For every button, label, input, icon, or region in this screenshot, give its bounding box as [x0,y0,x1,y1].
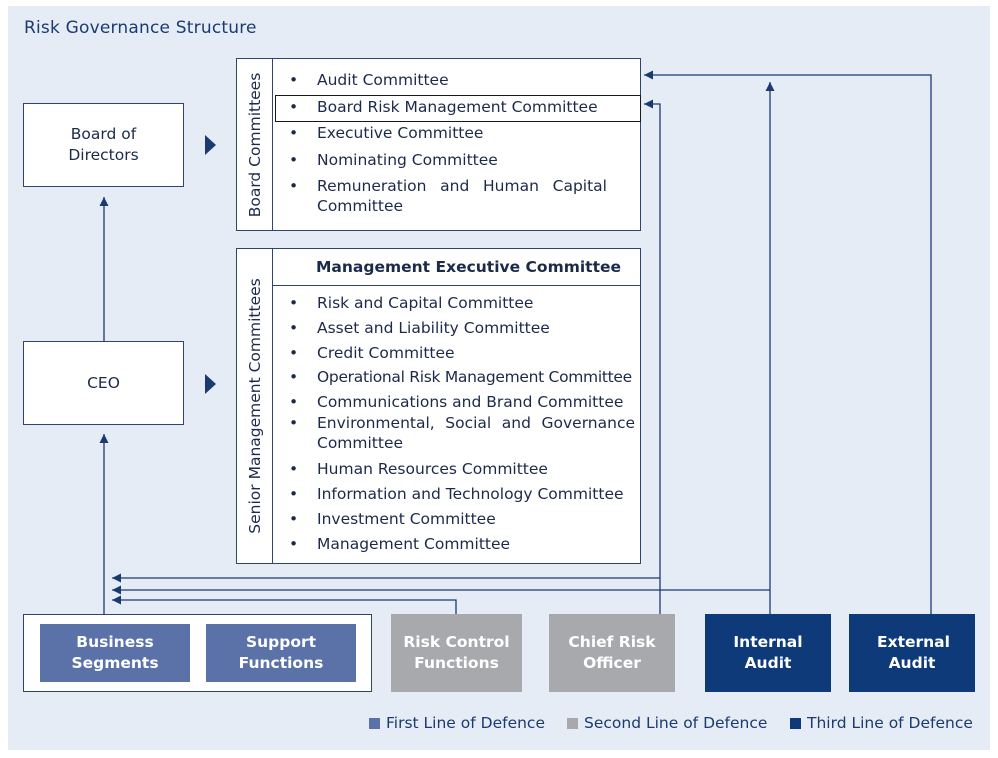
board-committees-label-column: Board Committees [237,59,273,230]
legend-third-line-label: Third Line of Defence [807,714,973,732]
list-item: Asset and Liability Committee [273,318,641,338]
external-audit-label: External Audit [877,633,950,672]
ceo-box: CEO [23,341,184,425]
list-item: Audit Committee [273,70,641,90]
list-item: Management Committee [273,534,641,554]
senior-committees-list: Risk and Capital Committee Asset and Lia… [273,249,641,563]
list-item: Information and Technology Committee [273,484,641,504]
legend-first-line-label: First Line of Defence [386,714,545,732]
first-line-swatch [369,717,380,729]
list-item: Executive Committee [273,123,641,143]
ceo-to-committees-triangle [205,374,216,394]
internal-audit-label: Internal Audit [733,633,803,672]
management-executive-header: Management Executive Committee [273,249,640,286]
board-of-directors-box: Board of Directors [23,103,184,187]
list-item: Investment Committee [273,509,641,529]
chief-risk-officer-tile: Chief Risk Officer [549,614,675,692]
support-functions-tile: Support Functions [206,624,356,682]
internal-audit-tile: Internal Audit [705,614,831,692]
board-to-committees-triangle [205,135,216,155]
list-item: Risk and Capital Committee [273,293,641,313]
list-item: Nominating Committee [273,150,641,170]
risk-control-functions-tile: Risk Control Functions [391,614,522,692]
board-of-directors-label: Board of Directors [68,125,139,164]
third-line-swatch [790,717,801,729]
support-functions-label: Support Functions [238,633,324,672]
board-committees-list: Audit Committee Board Risk Management Co… [273,59,641,230]
list-item: Credit Committee [273,343,641,363]
board-committees-box: Board Committees Audit Committee Board R… [236,58,641,231]
ceo-label: CEO [87,373,120,392]
legend-second-line: Second Line of Defence [567,712,767,734]
second-line-swatch [567,717,578,729]
list-item: Remuneration and Human Capital Committee [273,176,607,216]
risk-control-functions-label: Risk Control Functions [403,633,510,672]
legend-first-line: First Line of Defence [369,712,545,734]
list-item: Board Risk Management Committee [273,97,641,117]
legend-third-line: Third Line of Defence [790,712,973,734]
list-item: Environmental, Social and Governance Com… [273,413,635,453]
diagram-title: Risk Governance Structure [24,18,257,38]
business-segments-label: Business Segments [71,633,159,672]
chief-risk-officer-label: Chief Risk Officer [568,633,656,672]
risk-control-to-ceo-arrow [112,595,457,614]
list-item: Communications and Brand Committee [273,392,641,412]
list-item: Human Resources Committee [273,459,641,479]
list-item: Operational Risk Management Committee [273,367,641,387]
cro-to-board-risk-arrow [644,99,661,614]
senior-committees-box: Senior Management Committees Management … [236,248,641,564]
business-segments-tile: Business Segments [40,624,190,682]
management-executive-header-label: Management Executive Committee [316,258,622,276]
legend-second-line-label: Second Line of Defence [584,714,768,732]
external-audit-tile: External Audit [849,614,975,692]
external-audit-to-audit-committee-arrow [644,70,932,614]
